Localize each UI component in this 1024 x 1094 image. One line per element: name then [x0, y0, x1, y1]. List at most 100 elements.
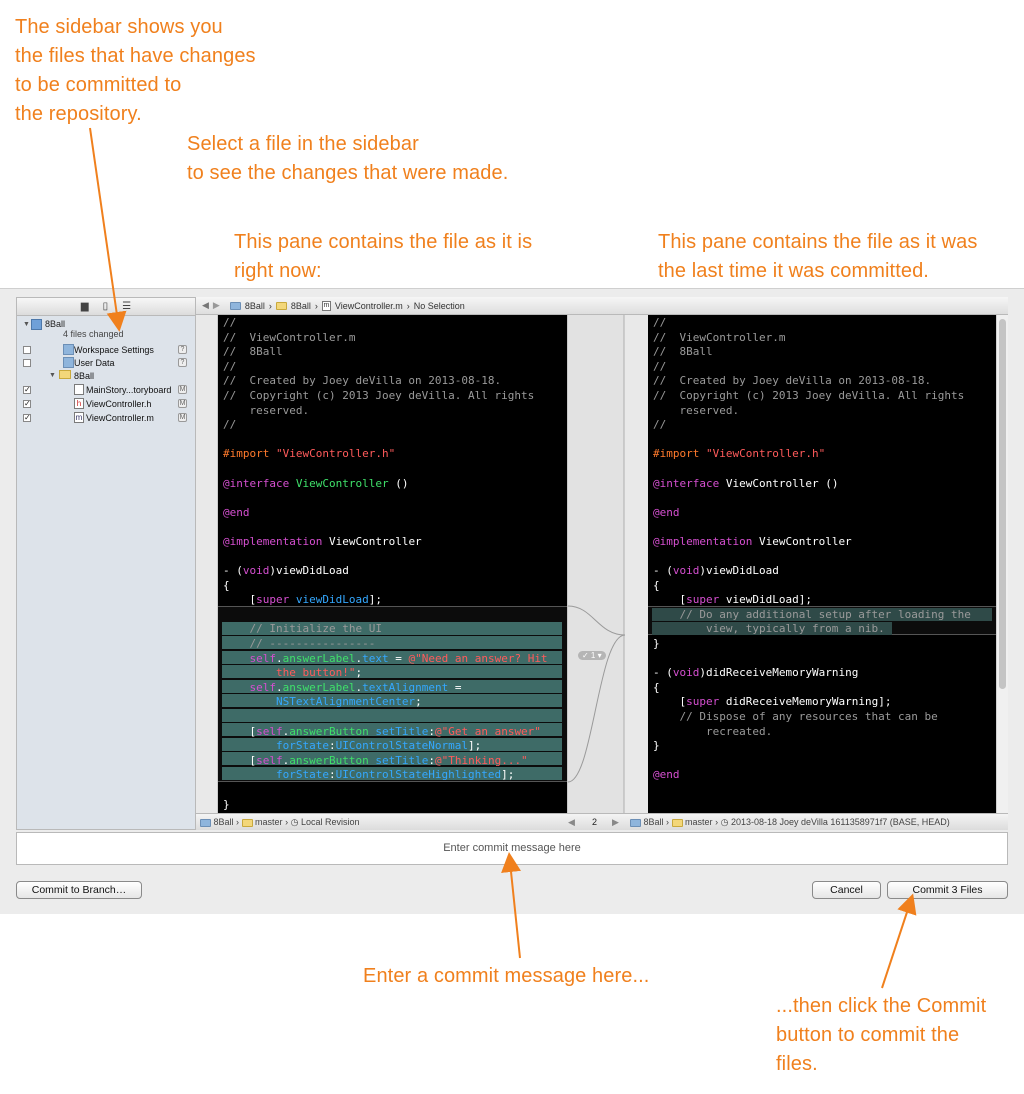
file-view-icon[interactable]: ▯ [102, 301, 109, 312]
diff-connector-lines [568, 605, 625, 783]
left-pane-annotation: This pane contains the file as it is rig… [234, 231, 533, 282]
sidebar-item-workspace-settings[interactable]: Workspace Settings ? [23, 343, 193, 356]
sidebar-item-user-data[interactable]: User Data ? [23, 356, 193, 369]
sidebar-toolbar: ▆ ▯ ☰ [17, 298, 195, 316]
diff-connector: ✓ 1 ▾ [567, 315, 625, 813]
sidebar-item-label: ViewController.h [86, 398, 152, 409]
next-change-icon[interactable]: ▶ [612, 817, 619, 827]
changed-line-highlight [222, 694, 562, 707]
diff-change-marker[interactable]: ✓ 1 ▾ [578, 651, 606, 660]
sidebar-item-label: 8Ball [74, 370, 95, 381]
changed-line-highlight [222, 636, 562, 649]
left-gutter [196, 315, 218, 813]
revision-label: Local Revision [300, 817, 360, 827]
forward-arrow-icon[interactable]: ▶ [212, 300, 220, 310]
checkbox[interactable]: ✓ [23, 384, 31, 394]
project-icon [229, 301, 241, 310]
changed-line-highlight [652, 608, 992, 621]
status-badge: M [178, 399, 187, 408]
storyboard-file-icon [74, 384, 84, 395]
breadcrumb-project[interactable]: 8Ball [244, 300, 265, 311]
header-file-icon: h [74, 398, 84, 409]
project-icon [630, 818, 641, 827]
disclosure-triangle-icon[interactable]: ▼ [49, 372, 56, 379]
list-view-icon[interactable]: ☰ [122, 301, 132, 312]
changed-line-highlight [222, 651, 562, 664]
implementation-file-icon: m [74, 412, 84, 423]
commit-to-branch-button[interactable]: Commit to Branch… [16, 881, 142, 899]
revision-branch: master [685, 817, 713, 827]
sidebar-item-label: ViewController.m [86, 412, 154, 423]
previous-change-icon[interactable]: ◀ [568, 817, 575, 827]
project-name: 8Ball [45, 319, 66, 329]
chevron-right-icon: › [268, 300, 272, 311]
project-entry[interactable]: 8Ball [45, 319, 65, 329]
project-subtitle: 4 files changed [63, 329, 124, 339]
checkbox[interactable]: ✓ [23, 398, 31, 408]
branch-folder-icon [241, 818, 253, 827]
commit-files-button[interactable]: Commit 3 Files [887, 881, 1008, 899]
checkbox[interactable] [23, 358, 31, 367]
sidebar-item-label: User Data [74, 357, 115, 368]
right-revision-path[interactable]: 8Ball › master › ◷ 2013-08-18 Joey deVil… [630, 817, 950, 828]
back-arrow-icon[interactable]: ◀ [202, 300, 209, 310]
file-sidebar: ▆ ▯ ☰ ▼ 8Ball 4 files changed Workspace … [16, 297, 196, 830]
sidebar-item-storyboard[interactable]: ✓ MainStory...toryboard M [23, 383, 193, 396]
status-badge: M [178, 413, 187, 422]
changed-line-highlight [222, 723, 562, 736]
branch-folder-icon [671, 818, 683, 827]
project-icon [31, 319, 42, 330]
vertical-scrollbar[interactable] [996, 315, 1008, 813]
folder-icon [275, 301, 287, 310]
revision-project: 8Ball [213, 817, 234, 827]
revision-bar: 8Ball › master › ◷ Local Revision ◀ 2 ▶ … [196, 813, 1008, 830]
clock-icon: ◷ [290, 817, 299, 827]
jump-bar: ◀ ▶ 8Ball › 8Ball › m ViewController.m ›… [196, 297, 1008, 315]
clock-icon: ◷ [720, 817, 729, 827]
checkbox[interactable]: ✓ [23, 412, 31, 422]
breadcrumb-file[interactable]: ViewController.m [334, 300, 403, 311]
sidebar-item-label: MainStory...toryboard [86, 384, 172, 395]
current-version-pane[interactable]: // // ViewController.m // 8Ball // // Cr… [218, 315, 567, 813]
changed-line-highlight [222, 622, 562, 635]
sidebar-item-viewcontroller-h[interactable]: ✓ h ViewController.h M [23, 397, 193, 410]
select-file-annotation: Select a file in the sidebar to see the … [187, 133, 509, 184]
committed-code: // // ViewController.m // 8Ball // // Cr… [653, 316, 971, 782]
changed-line-highlight [222, 680, 562, 693]
project-icon [200, 818, 211, 827]
change-counter: 2 [592, 817, 598, 827]
checkbox[interactable] [23, 345, 31, 354]
sidebar-item-8ball-group[interactable]: ▼ 8Ball [23, 369, 193, 382]
status-badge: ? [178, 358, 187, 367]
folder-icon [63, 344, 74, 355]
cancel-button[interactable]: Cancel [812, 881, 881, 899]
changed-line-highlight [222, 767, 562, 780]
implementation-file-icon: m [321, 300, 331, 311]
current-code: // // ViewController.m // 8Ball // // Cr… [223, 316, 548, 811]
changed-line-highlight [222, 752, 562, 765]
changed-line-highlight [222, 738, 562, 751]
folder-icon [59, 370, 71, 379]
right-gutter [624, 315, 648, 813]
changed-line-highlight [652, 622, 892, 635]
folder-view-icon[interactable]: ▆ [80, 301, 89, 312]
committed-version-pane[interactable]: // // ViewController.m // 8Ball // // Cr… [648, 315, 996, 813]
breadcrumb-group[interactable]: 8Ball [290, 300, 311, 311]
revision-project: 8Ball [643, 817, 664, 827]
commit-message-annotation: Enter a commit message here... [363, 965, 650, 987]
commit-arrow [881, 893, 917, 989]
right-pane-annotation: This pane contains the file as it was th… [658, 231, 978, 282]
sidebar-item-viewcontroller-m[interactable]: ✓ m ViewController.m M [23, 411, 193, 424]
breadcrumb-selection[interactable]: No Selection [413, 300, 465, 311]
scrollbar-thumb[interactable] [999, 319, 1006, 689]
revision-label: 2013-08-18 Joey deVilla 1611358971f7 (BA… [730, 817, 950, 827]
left-revision-path[interactable]: 8Ball › master › ◷ Local Revision [200, 817, 359, 828]
sidebar-item-label: Workspace Settings [74, 344, 154, 355]
chevron-right-icon: › [406, 300, 410, 311]
commit-message-field[interactable]: Enter commit message here [16, 832, 1008, 865]
revision-branch: master [255, 817, 283, 827]
disclosure-triangle-icon[interactable]: ▼ [23, 321, 30, 328]
commit-window: ▆ ▯ ☰ ▼ 8Ball 4 files changed Workspace … [0, 288, 1024, 914]
status-badge: M [178, 385, 187, 394]
folder-icon [63, 357, 74, 368]
